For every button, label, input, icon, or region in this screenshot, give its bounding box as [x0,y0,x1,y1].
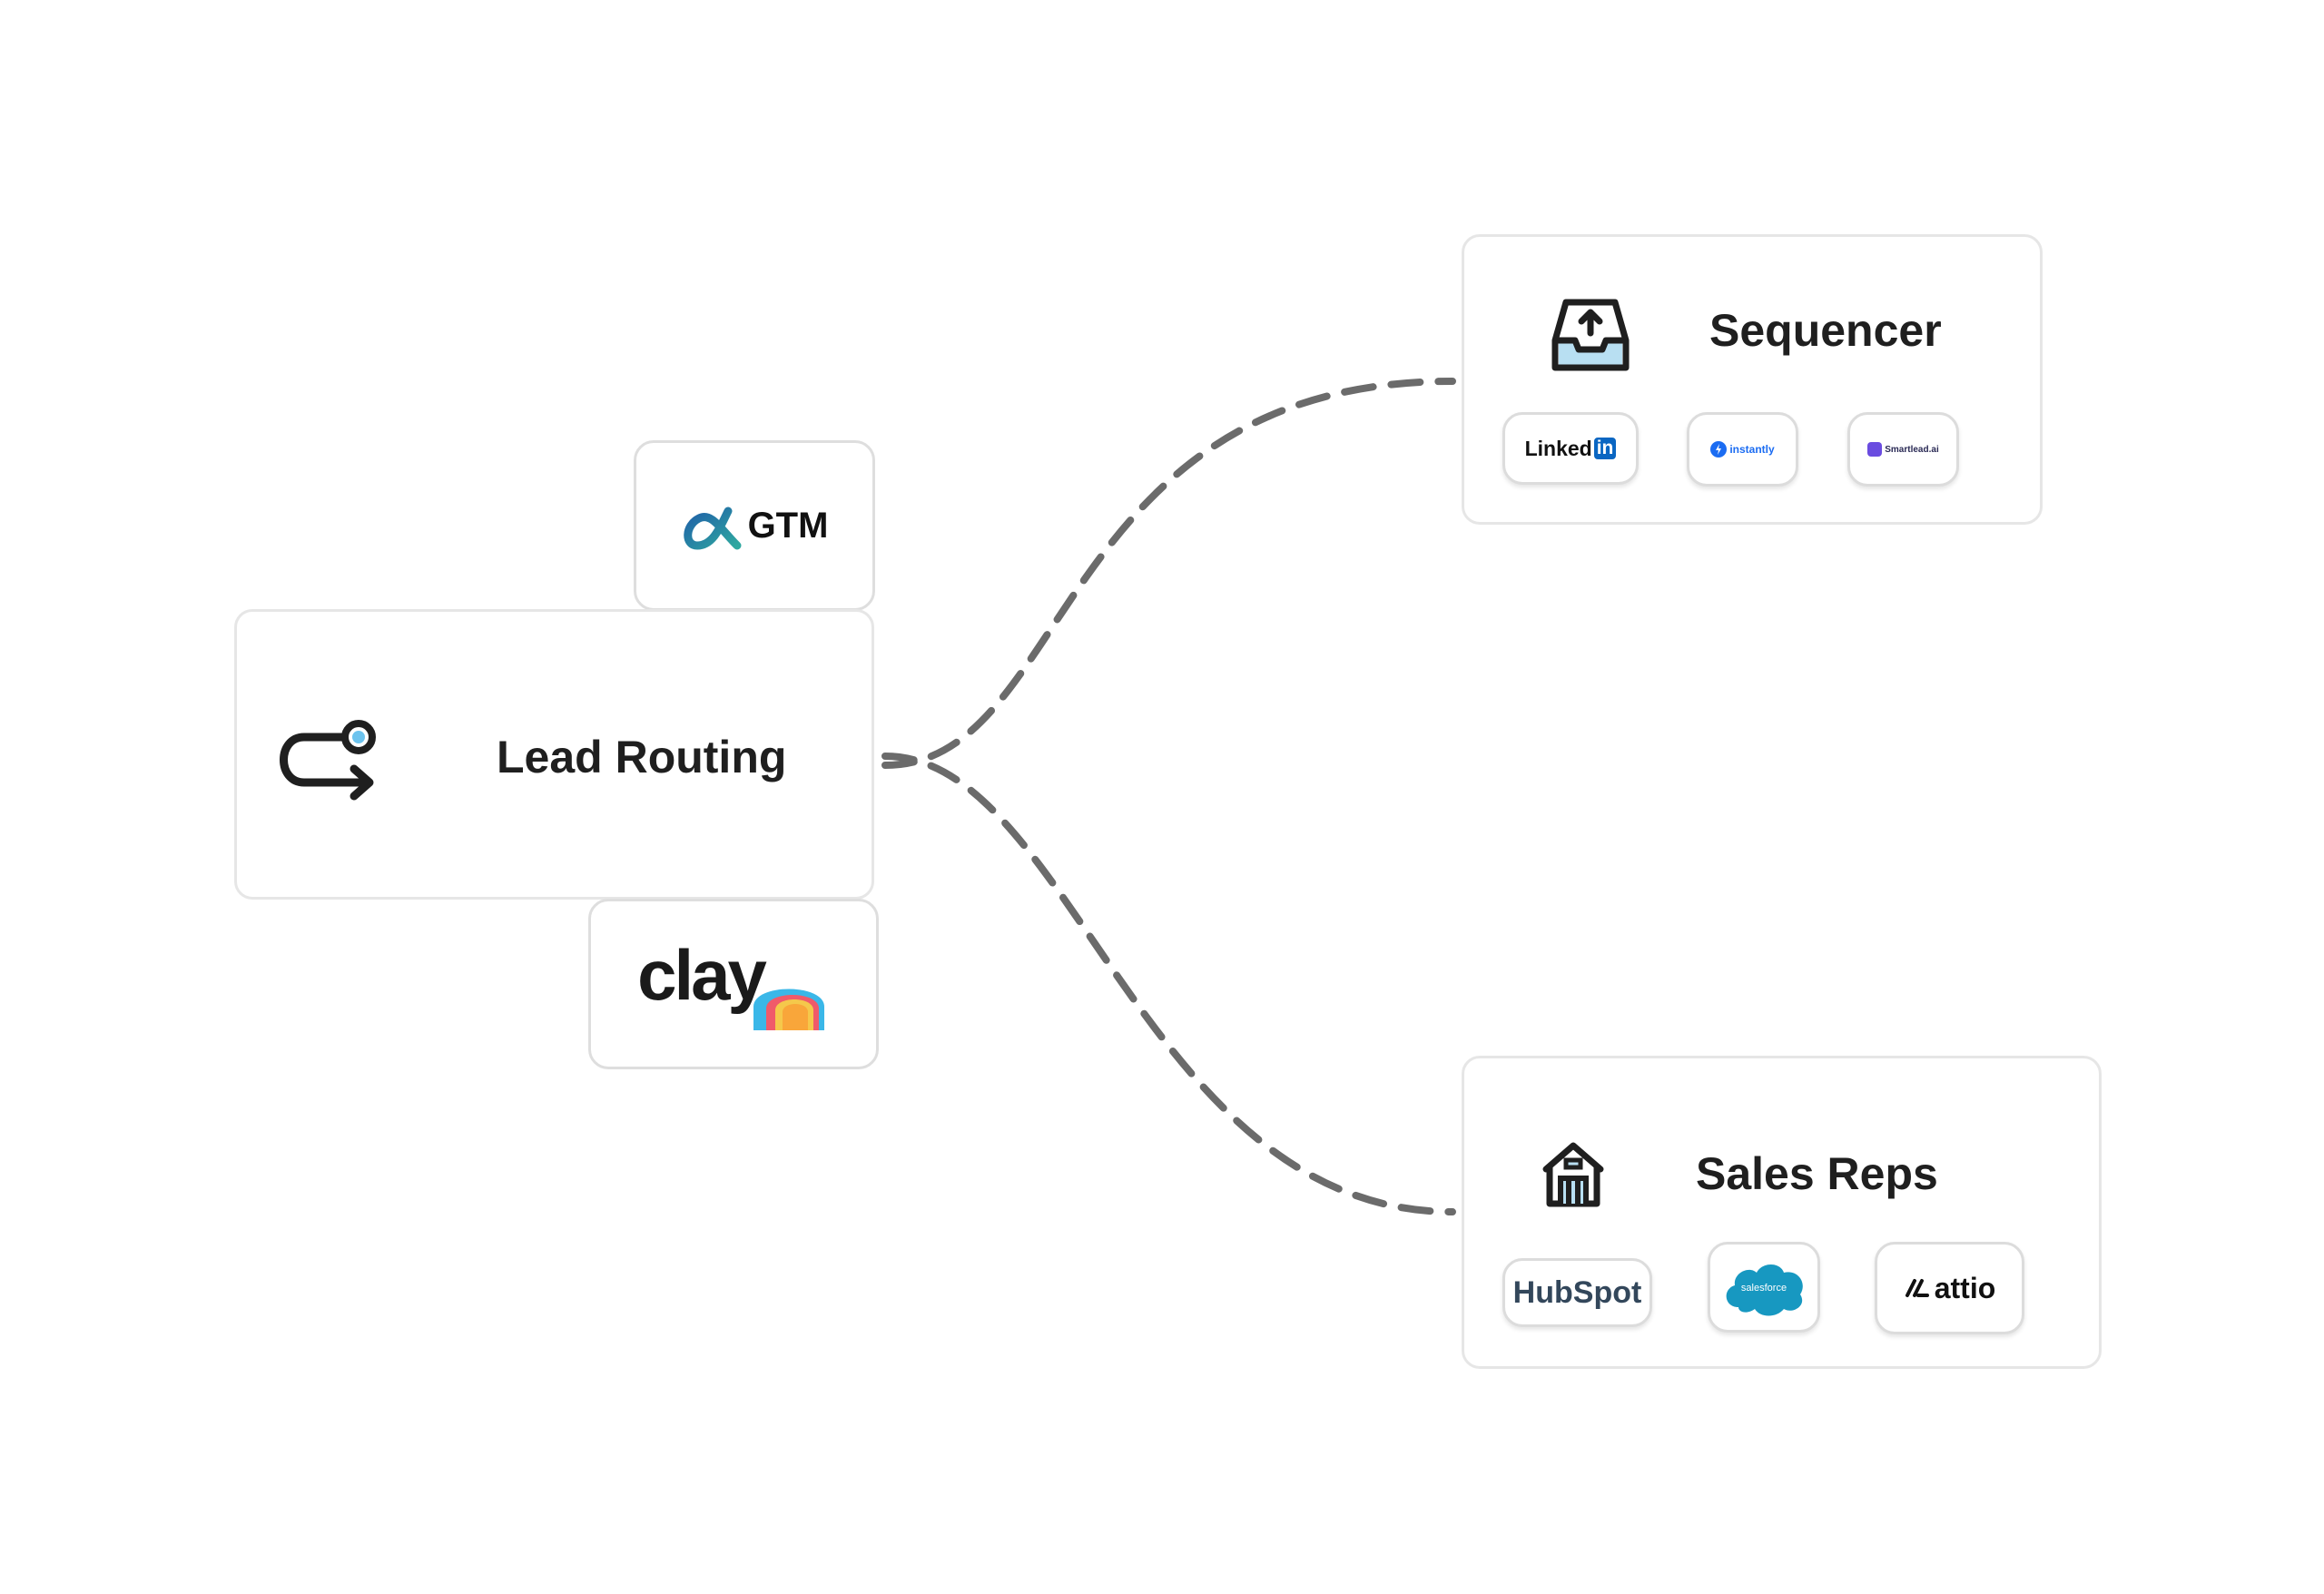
salesforce-cloud-icon: salesforce [1726,1264,1803,1316]
attio-logo-icon [1905,1279,1929,1297]
sales-reps-card[interactable]: Sales Reps HubSpot salesforce attio [1462,1056,2102,1369]
lead-routing-title: Lead Routing [497,732,787,782]
connector-to-sequencer [881,378,1456,769]
clay-tool-card[interactable]: clay [588,899,879,1069]
smartlead-tool-pill[interactable]: Smartlead.ai [1847,412,1959,487]
gtm-label: GTM [747,505,829,546]
gtm-tool-card[interactable]: GTM [634,440,875,611]
smartlead-label: Smartlead.ai [1885,444,1939,455]
linkedin-badge: in [1593,438,1617,459]
smartlead-logo-icon [1867,442,1883,457]
hubspot-tool-pill[interactable]: HubSpot [1502,1258,1652,1327]
connector-to-sales-reps [881,753,1456,1215]
salesforce-label: salesforce [1741,1283,1787,1294]
house-icon [1542,1142,1604,1207]
route-loop-icon [280,720,376,801]
attio-label: attio [1934,1271,1996,1304]
attio-tool-pill[interactable]: attio [1875,1242,2024,1334]
hubspot-label: HubSpot [1512,1274,1642,1310]
linkedin-label: Linked [1524,436,1592,460]
instantly-bolt-icon [1710,441,1728,458]
instantly-label: instantly [1729,443,1775,456]
clay-label: clay [637,934,767,1015]
linkedin-tool-pill[interactable]: Linked in [1502,412,1639,485]
clay-tunnel-icon [753,989,824,1030]
alpha-logo-icon [683,507,742,550]
salesforce-tool-pill[interactable]: salesforce [1708,1242,1820,1333]
sequencer-title: Sequencer [1709,305,1942,356]
instantly-tool-pill[interactable]: instantly [1687,412,1798,487]
sequencer-card[interactable]: Sequencer Linked in instantly Smartlead.… [1462,234,2043,525]
lead-routing-card[interactable]: Lead Routing [234,609,874,900]
inbox-upload-icon [1551,299,1630,371]
sales-reps-title: Sales Reps [1696,1148,1938,1199]
